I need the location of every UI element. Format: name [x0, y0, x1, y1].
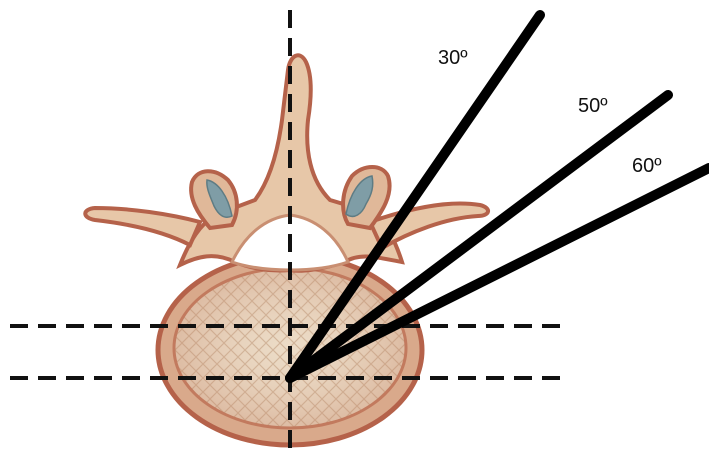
angle-label-60: 60º — [632, 155, 662, 177]
vertebra-illustration — [85, 55, 488, 445]
angle-label-30: 30º — [438, 47, 468, 69]
angle-label-50: 50º — [578, 95, 608, 117]
left-transverse-process — [85, 208, 200, 245]
